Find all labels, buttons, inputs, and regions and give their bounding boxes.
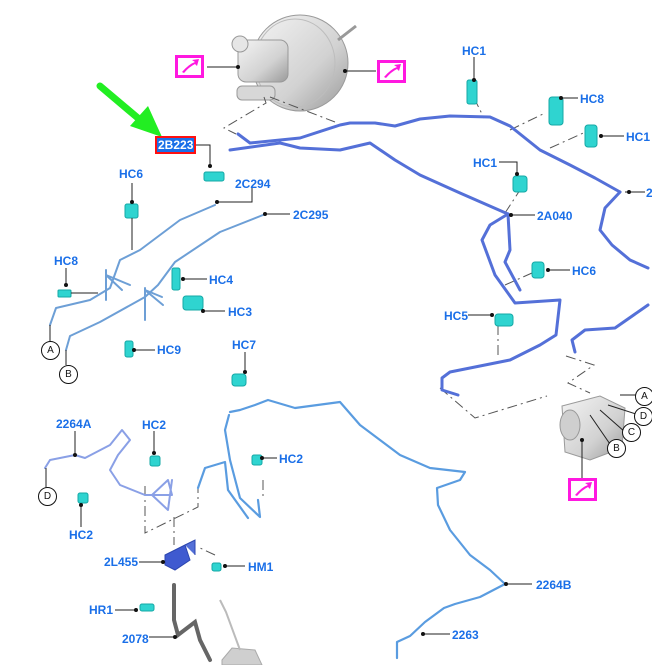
leader-lines-dashed (144, 96, 596, 556)
bracket-2l455[interactable] (164, 539, 196, 571)
brake-lines-light (49, 204, 264, 351)
clip-2b223 (203, 171, 225, 182)
part-label-2c295[interactable]: 2C295 (293, 208, 329, 222)
clip-hc2-mid (251, 454, 263, 466)
connector-c: C (622, 423, 641, 442)
part-label-hr1[interactable]: HR1 (89, 603, 114, 617)
brake-hose (172, 583, 212, 662)
clip-hc8-right (548, 96, 564, 126)
part-label-2264b[interactable]: 2264B (536, 578, 572, 592)
wheel-component (219, 599, 263, 665)
part-label-hc5[interactable]: HC5 (444, 309, 469, 323)
clip-hc1-right (584, 124, 598, 148)
connector-d: D (38, 487, 57, 506)
brake-lines-purple (44, 429, 173, 511)
part-label-hc4[interactable]: HC4 (209, 273, 234, 287)
connector-b: B (59, 365, 78, 384)
clip-hc8-left (57, 289, 72, 298)
callout-lines (45, 57, 645, 638)
reference-arrow-icon[interactable] (568, 478, 597, 501)
part-label-2264a[interactable]: 2264A (56, 417, 92, 431)
part-label-hc6[interactable]: HC6 (119, 167, 144, 181)
part-label-2a040[interactable]: 2A040 (537, 209, 573, 223)
part-label-hc6[interactable]: HC6 (572, 264, 597, 278)
clip-hc9 (124, 340, 134, 358)
clip-hc1-top (466, 79, 478, 105)
part-label-hm1[interactable]: HM1 (248, 560, 274, 574)
clip-hc4 (171, 267, 181, 291)
part-label-hc1[interactable]: HC1 (462, 44, 487, 58)
clip-hr1 (139, 603, 155, 612)
part-label-hc2[interactable]: HC2 (69, 528, 94, 542)
pointer-arrow-icon (96, 82, 162, 137)
part-label-hc8[interactable]: HC8 (580, 92, 605, 106)
brake-booster-assembly[interactable] (231, 14, 357, 112)
clips (57, 79, 598, 612)
brake-lines-lower (196, 398, 507, 660)
part-label-2c294[interactable]: 2C294 (235, 177, 271, 191)
clip-hc6-left (124, 203, 139, 219)
part-label-hc2[interactable]: HC2 (279, 452, 304, 466)
connector-b: B (607, 439, 626, 458)
clip-hc6-right (531, 261, 545, 279)
part-label-2l455[interactable]: 2L455 (104, 555, 139, 569)
clip-hc2-top (149, 455, 161, 467)
part-label-truncated[interactable]: 2 (646, 186, 652, 200)
reference-arrow-icon[interactable] (175, 55, 204, 78)
part-label-hc2[interactable]: HC2 (142, 418, 167, 432)
clip-hc5 (494, 313, 514, 327)
part-label-hc3[interactable]: HC3 (228, 305, 253, 319)
part-label-hc8[interactable]: HC8 (54, 254, 79, 268)
brake-lines-dark (228, 114, 650, 397)
clip-hc2-left (77, 492, 89, 504)
part-label-hc7[interactable]: HC7 (232, 338, 257, 352)
clip-hc1-mid (512, 175, 528, 193)
part-label-2078[interactable]: 2078 (122, 632, 149, 646)
clip-hc3 (182, 295, 204, 311)
part-label-hc1[interactable]: HC1 (473, 156, 498, 170)
callout-dots (64, 65, 631, 639)
part-label-2b223[interactable]: 2B223 (154, 136, 197, 154)
part-label-2263[interactable]: 2263 (452, 628, 479, 642)
clip-hm1 (211, 562, 222, 572)
clip-hc7 (231, 373, 247, 387)
part-label-hc9[interactable]: HC9 (157, 343, 182, 357)
connector-d: D (634, 407, 652, 426)
connector-a: A (635, 387, 652, 406)
connector-a: A (41, 341, 60, 360)
reference-arrow-icon[interactable] (377, 60, 406, 83)
part-label-hc1[interactable]: HC1 (626, 130, 651, 144)
